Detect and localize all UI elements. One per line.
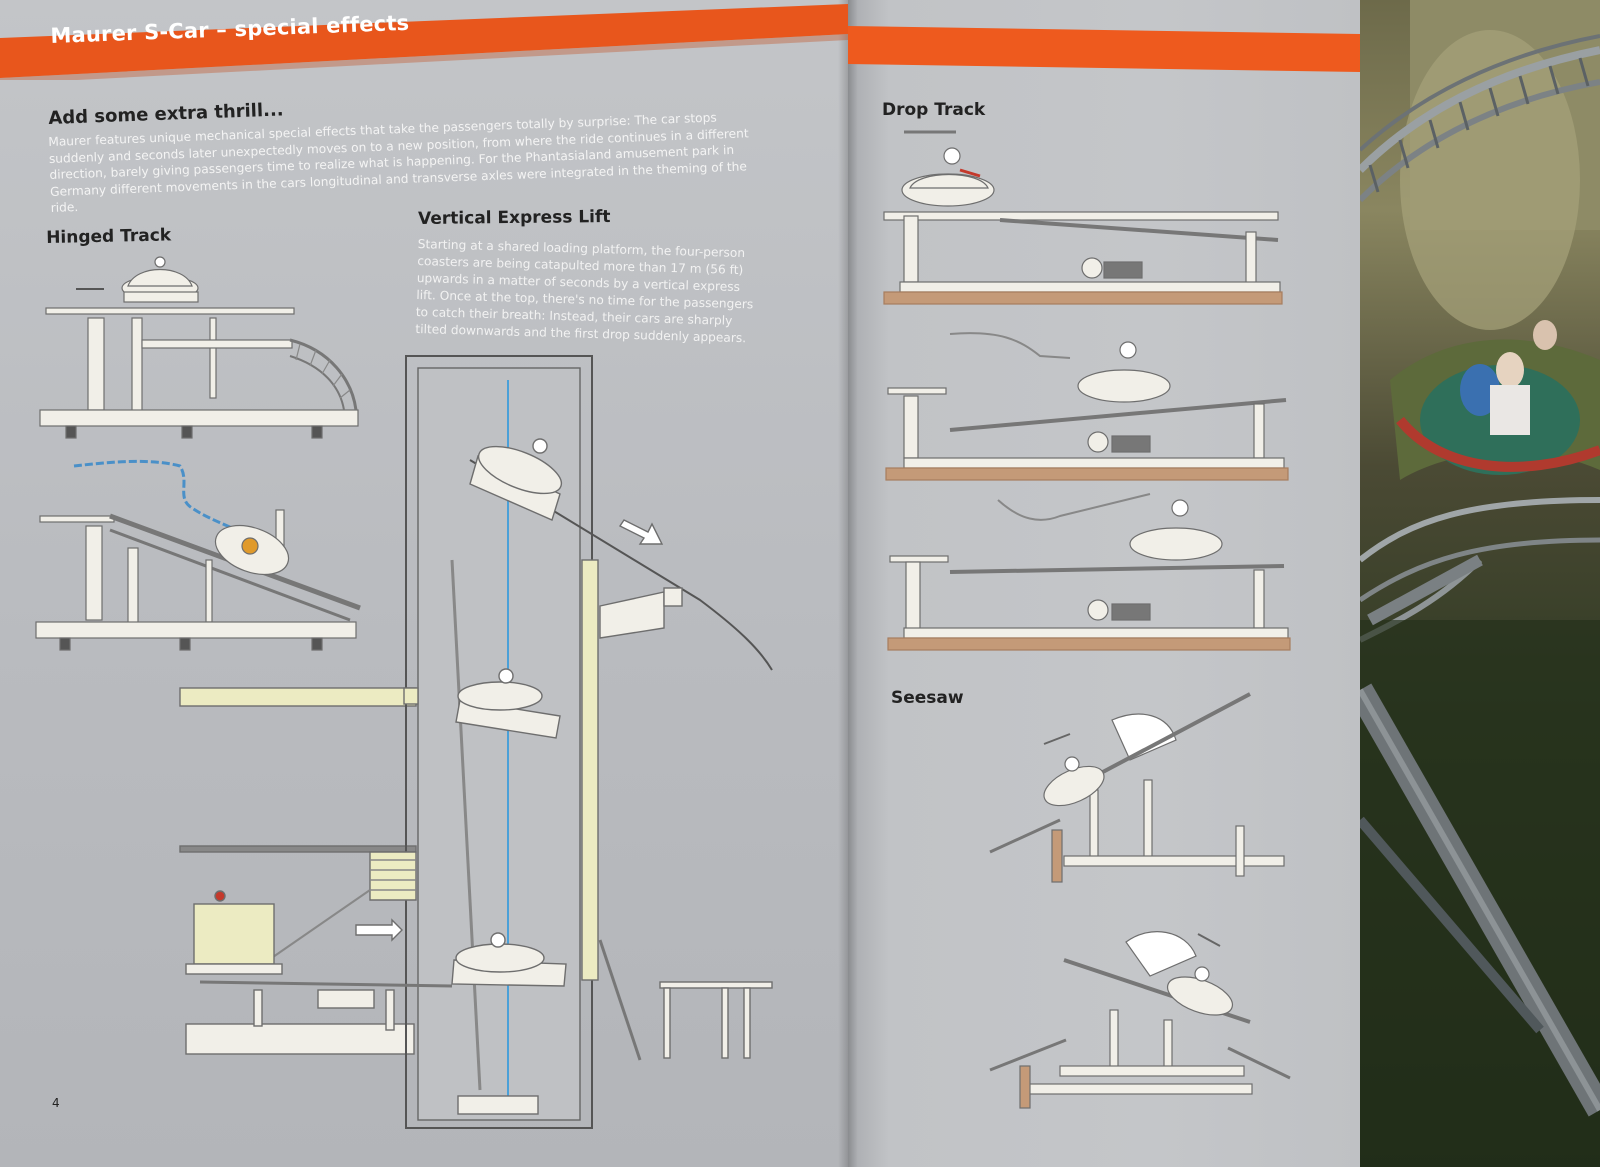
title-banner-left [0, 4, 848, 80]
hinged-track-heading: Hinged Track [46, 225, 172, 248]
drop-track-heading: Drop Track [882, 100, 986, 120]
vertical-lift-heading: Vertical Express Lift [418, 206, 611, 229]
seesaw-heading: Seesaw [891, 688, 964, 708]
page-spine [838, 0, 858, 1167]
vertical-lift-paragraph: Starting at a shared loading platform, t… [415, 236, 754, 346]
page-number: 4 [52, 1096, 60, 1110]
coaster-photo [1360, 0, 1600, 1167]
title-banner-right [848, 26, 1360, 72]
coaster-photo-illustration [1360, 0, 1600, 1167]
right-page [848, 0, 1360, 1167]
